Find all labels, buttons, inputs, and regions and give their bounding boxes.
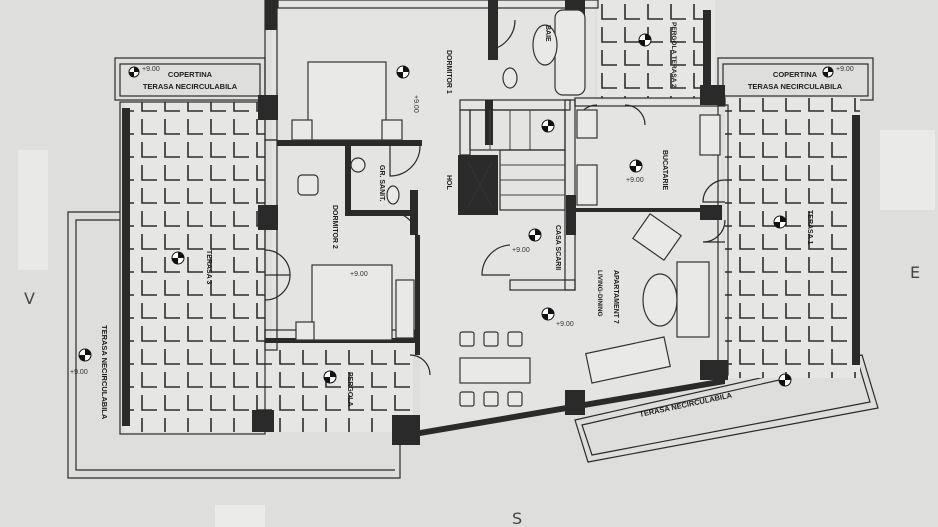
room-label-living-dining: LIVING-DINING — [596, 270, 603, 317]
room-label-gr-sanit: GR. SANIT. — [378, 165, 385, 202]
elevation-marker-icon — [171, 251, 185, 265]
room-label-pergola-terasa-2: PERGOLA TERASA 2 — [670, 22, 677, 88]
toilet-gr-sanit — [386, 185, 400, 205]
room-label-apartament: APARTAMENT 7 — [612, 270, 619, 324]
terasa-2-planter — [703, 10, 711, 85]
elevation-label: +9.00 — [556, 321, 574, 328]
compass-west: V — [24, 289, 35, 308]
room-label-pergola: PERGOLA — [346, 372, 353, 407]
room-label-casa-scarii: CASA SCARII — [554, 225, 561, 270]
elevation-marker-icon — [541, 119, 555, 133]
compass-east: E — [910, 263, 920, 282]
toilet-baie — [502, 67, 518, 89]
copertina-left-title: COPERTINA — [168, 70, 213, 79]
elevation-marker-icon — [638, 33, 652, 47]
room-labels: DORMITOR 1 BAIE PERGOLA TERASA 2 GR. SAN… — [100, 22, 843, 420]
doors — [264, 19, 726, 376]
terasa-3-floor — [125, 102, 265, 432]
room-label-hol: HOL — [445, 175, 452, 191]
room-label-bucatarie: BUCATARIE — [661, 150, 668, 191]
elevation-marker-icon — [128, 66, 140, 78]
elevation-label: +9.00 — [142, 66, 160, 73]
elevation-label: +9.00 — [70, 369, 88, 376]
elevation-label: +9.00 — [626, 177, 644, 184]
stove — [576, 109, 598, 139]
compass-south: S — [512, 509, 522, 527]
copertina-right-subtitle: TERASA NECIRCULABILA — [748, 82, 843, 91]
elevation-marker-icon — [323, 370, 337, 384]
pergola-terasa-2-floor — [597, 0, 715, 98]
elevation-marker-icon — [822, 66, 834, 78]
elevation-marker-icon — [541, 307, 555, 321]
bed-dormitor-2 — [311, 264, 393, 341]
bed-dormitor-1 — [307, 61, 387, 141]
elevation-marker-icon — [778, 373, 792, 387]
terasa-necirculabila-left-outline — [67, 211, 401, 479]
elevation-label: +9.00 — [512, 247, 530, 254]
elevation-label: +9.00 — [350, 271, 368, 278]
elevation-markers: +9.00 +9.00 +9.00 +9.00 +9.00 +9.00 +9.0… — [70, 33, 854, 387]
room-label-terasa-1: TERASA 1 — [806, 210, 813, 244]
terasa-necirculabila-left-label: TERASA NECIRCULABILA — [100, 325, 109, 420]
terasa-1-floor — [725, 98, 860, 378]
elevation-label: +9.00 — [836, 66, 854, 73]
dining-table — [459, 357, 531, 384]
sofa — [676, 261, 710, 338]
tape-patch — [215, 505, 265, 527]
armchair — [631, 212, 683, 262]
coffee-table — [642, 273, 678, 327]
copertina-right-title: COPERTINA — [773, 70, 818, 79]
room-label-terasa-3: TERASA 3 — [205, 250, 212, 284]
elevation-marker-icon — [629, 159, 643, 173]
elevation-label: +9.00 — [412, 95, 419, 113]
elevation-marker-icon — [78, 348, 92, 362]
room-label-dormitor-1: DORMITOR 1 — [445, 50, 452, 94]
elevation-marker-icon — [773, 215, 787, 229]
terasa-1-planter — [852, 115, 860, 365]
room-label-baie: BAIE — [544, 25, 551, 42]
elevation-marker-icon — [396, 65, 410, 79]
copertina-left-subtitle: TERASA NECIRCULABILA — [143, 82, 238, 91]
pergola-floor — [265, 350, 413, 432]
elevation-marker-icon — [528, 228, 542, 242]
furniture — [291, 9, 721, 407]
staircase — [469, 109, 566, 211]
tape-patch — [18, 150, 48, 270]
room-label-dormitor-2: DORMITOR 2 — [331, 205, 338, 249]
kitchen-sink — [576, 164, 598, 206]
tape-patch — [880, 130, 935, 210]
sofa-2 — [585, 336, 671, 384]
terasa-3-planter — [122, 108, 130, 426]
bathtub — [554, 9, 586, 96]
